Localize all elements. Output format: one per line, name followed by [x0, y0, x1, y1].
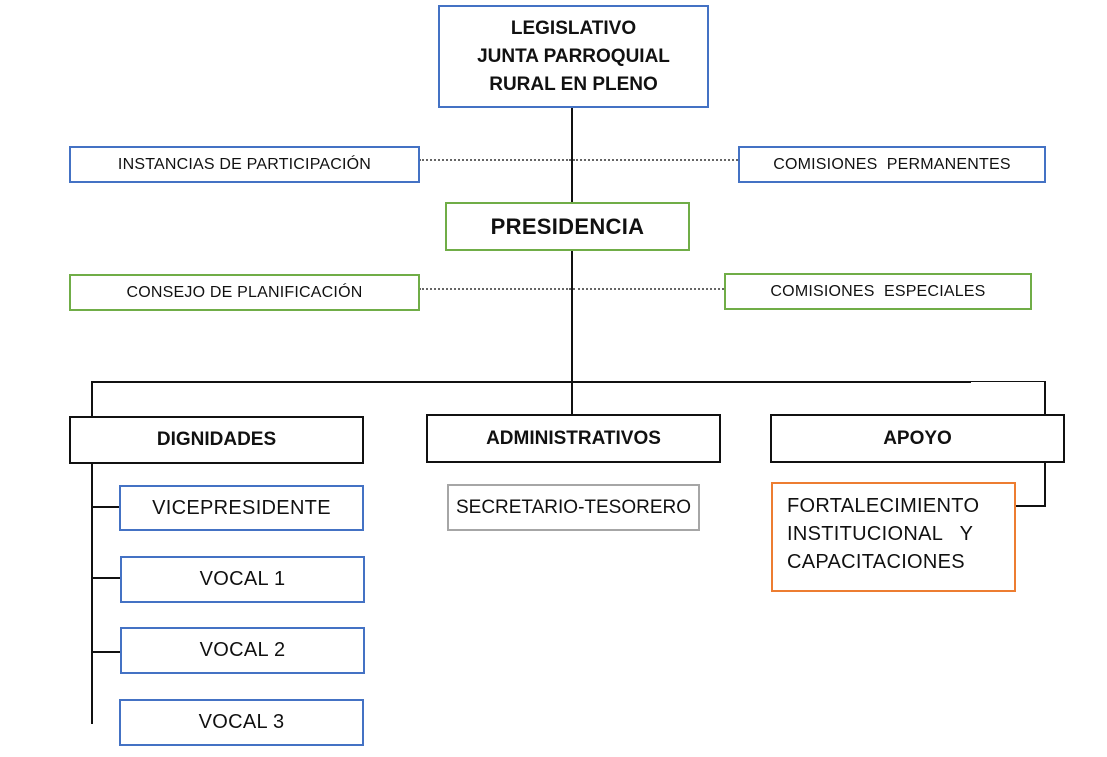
dignidades-label: DIGNIDADES [156, 429, 277, 450]
apoyo-label: APOYO [883, 427, 952, 449]
apoyo-tick [1015, 505, 1046, 507]
instancias-participacion-box: INSTANCIAS DE PARTICIPACIÓN [69, 146, 420, 183]
vocal-1-label: VOCAL 1 [199, 568, 286, 590]
comisiones-especiales-label: COMISIONES ESPECIALES [770, 282, 986, 300]
legislativo-line-1: LEGISLATIVO [510, 17, 637, 39]
consejo-planificacion-label: CONSEJO DE PLANIFICACIÓN [126, 283, 363, 301]
apoyo-down-connector [1044, 462, 1046, 507]
legislativo-line-3: RURAL EN PLENO [489, 73, 658, 95]
dignidades-spine [91, 462, 93, 724]
presidencia-box: PRESIDENCIA [445, 202, 690, 251]
vocal-2-box: VOCAL 2 [120, 627, 365, 674]
administrativos-label: ADMINISTRATIVOS [486, 427, 661, 449]
secretario-tesorero-box: SECRETARIO-TESORERO [447, 484, 700, 531]
vicepresidente-label: VICEPRESIDENTE [152, 496, 331, 519]
apoyo-box: APOYO [770, 414, 1065, 463]
fortalecimiento-box: FORTALECIMIENTO INSTITUCIONAL Y CAPACITA… [771, 482, 1016, 592]
main-vertical-connector [571, 107, 573, 204]
tick-vocal-1 [91, 577, 120, 579]
apoyo-connector [1044, 381, 1046, 415]
dotted-line-planificacion [419, 288, 571, 290]
legislativo-box: LEGISLATIVO JUNTA PARROQUIAL RURAL EN PL… [438, 5, 709, 108]
fortalecimiento-line-2: INSTITUCIONAL Y [787, 523, 974, 545]
comisiones-permanentes-label: COMISIONES PERMANENTES [773, 155, 1011, 173]
vocal-3-label: VOCAL 3 [198, 711, 285, 733]
vocal-2-label: VOCAL 2 [199, 639, 286, 661]
comisiones-permanentes-box: COMISIONES PERMANENTES [738, 146, 1046, 183]
dignidades-connector [91, 381, 93, 417]
consejo-planificacion-box: CONSEJO DE PLANIFICACIÓN [69, 274, 420, 311]
secretario-tesorero-label: SECRETARIO-TESORERO [455, 496, 692, 518]
bus-right-extension [971, 381, 1046, 382]
vicepresidente-box: VICEPRESIDENTE [119, 485, 364, 531]
presidencia-label: PRESIDENCIA [490, 213, 645, 239]
presidencia-down-connector [571, 250, 573, 383]
vocal-3-box: VOCAL 3 [119, 699, 364, 746]
dotted-line-participacion [419, 159, 571, 161]
tick-vicepresidente [91, 506, 120, 508]
administrativos-connector [571, 381, 573, 415]
vocal-1-box: VOCAL 1 [120, 556, 365, 603]
administrativos-box: ADMINISTRATIVOS [426, 414, 721, 463]
dotted-line-permanentes [573, 159, 738, 161]
tick-vocal-2 [91, 651, 120, 653]
dignidades-box: DIGNIDADES [69, 416, 364, 464]
fortalecimiento-line-3: CAPACITACIONES [787, 551, 965, 573]
instancias-participacion-label: INSTANCIAS DE PARTICIPACIÓN [117, 155, 372, 173]
horizontal-bus [91, 381, 971, 383]
legislativo-line-2: JUNTA PARROQUIAL [477, 45, 670, 67]
dotted-line-especiales [573, 288, 724, 290]
fortalecimiento-line-1: FORTALECIMIENTO [787, 495, 980, 517]
comisiones-especiales-box: COMISIONES ESPECIALES [724, 273, 1032, 310]
